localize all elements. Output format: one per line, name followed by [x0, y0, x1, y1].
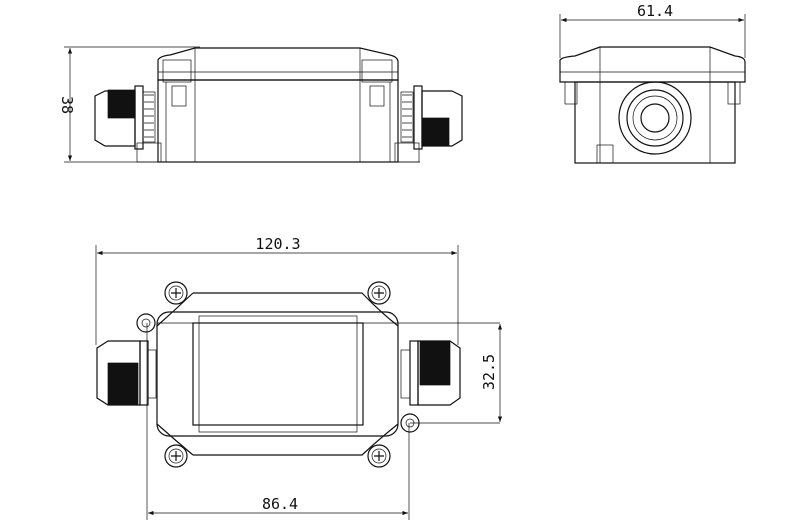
side-lid: [559, 46, 746, 83]
right-cable-gland-top: [400, 340, 461, 406]
left-cable-gland-top: [96, 340, 157, 406]
screw-icon: [164, 281, 188, 305]
screw-icon: [164, 444, 188, 468]
spacing-dimension-label: 86.4: [262, 495, 298, 513]
front-view: 38: [58, 46, 463, 163]
top-view: 120.3 32.5: [95, 235, 503, 520]
left-cable-gland: [94, 85, 156, 150]
right-cable-gland: [400, 85, 463, 150]
height-dimension-label: 38: [58, 96, 76, 114]
screw-icon: [367, 444, 391, 468]
offset-dimension-label: 32.5: [480, 354, 498, 390]
side-body: [574, 81, 736, 164]
gland-end-view: [618, 81, 692, 155]
width-dimension-label: 61.4: [637, 2, 673, 20]
length-dimension-label: 120.3: [255, 235, 300, 253]
side-view: 61.4: [559, 2, 746, 164]
top-body: [156, 311, 399, 437]
box-body: [157, 79, 399, 163]
screw-icon: [367, 281, 391, 305]
mounting-ear-left: [136, 313, 156, 333]
lid-panel: [192, 322, 364, 426]
